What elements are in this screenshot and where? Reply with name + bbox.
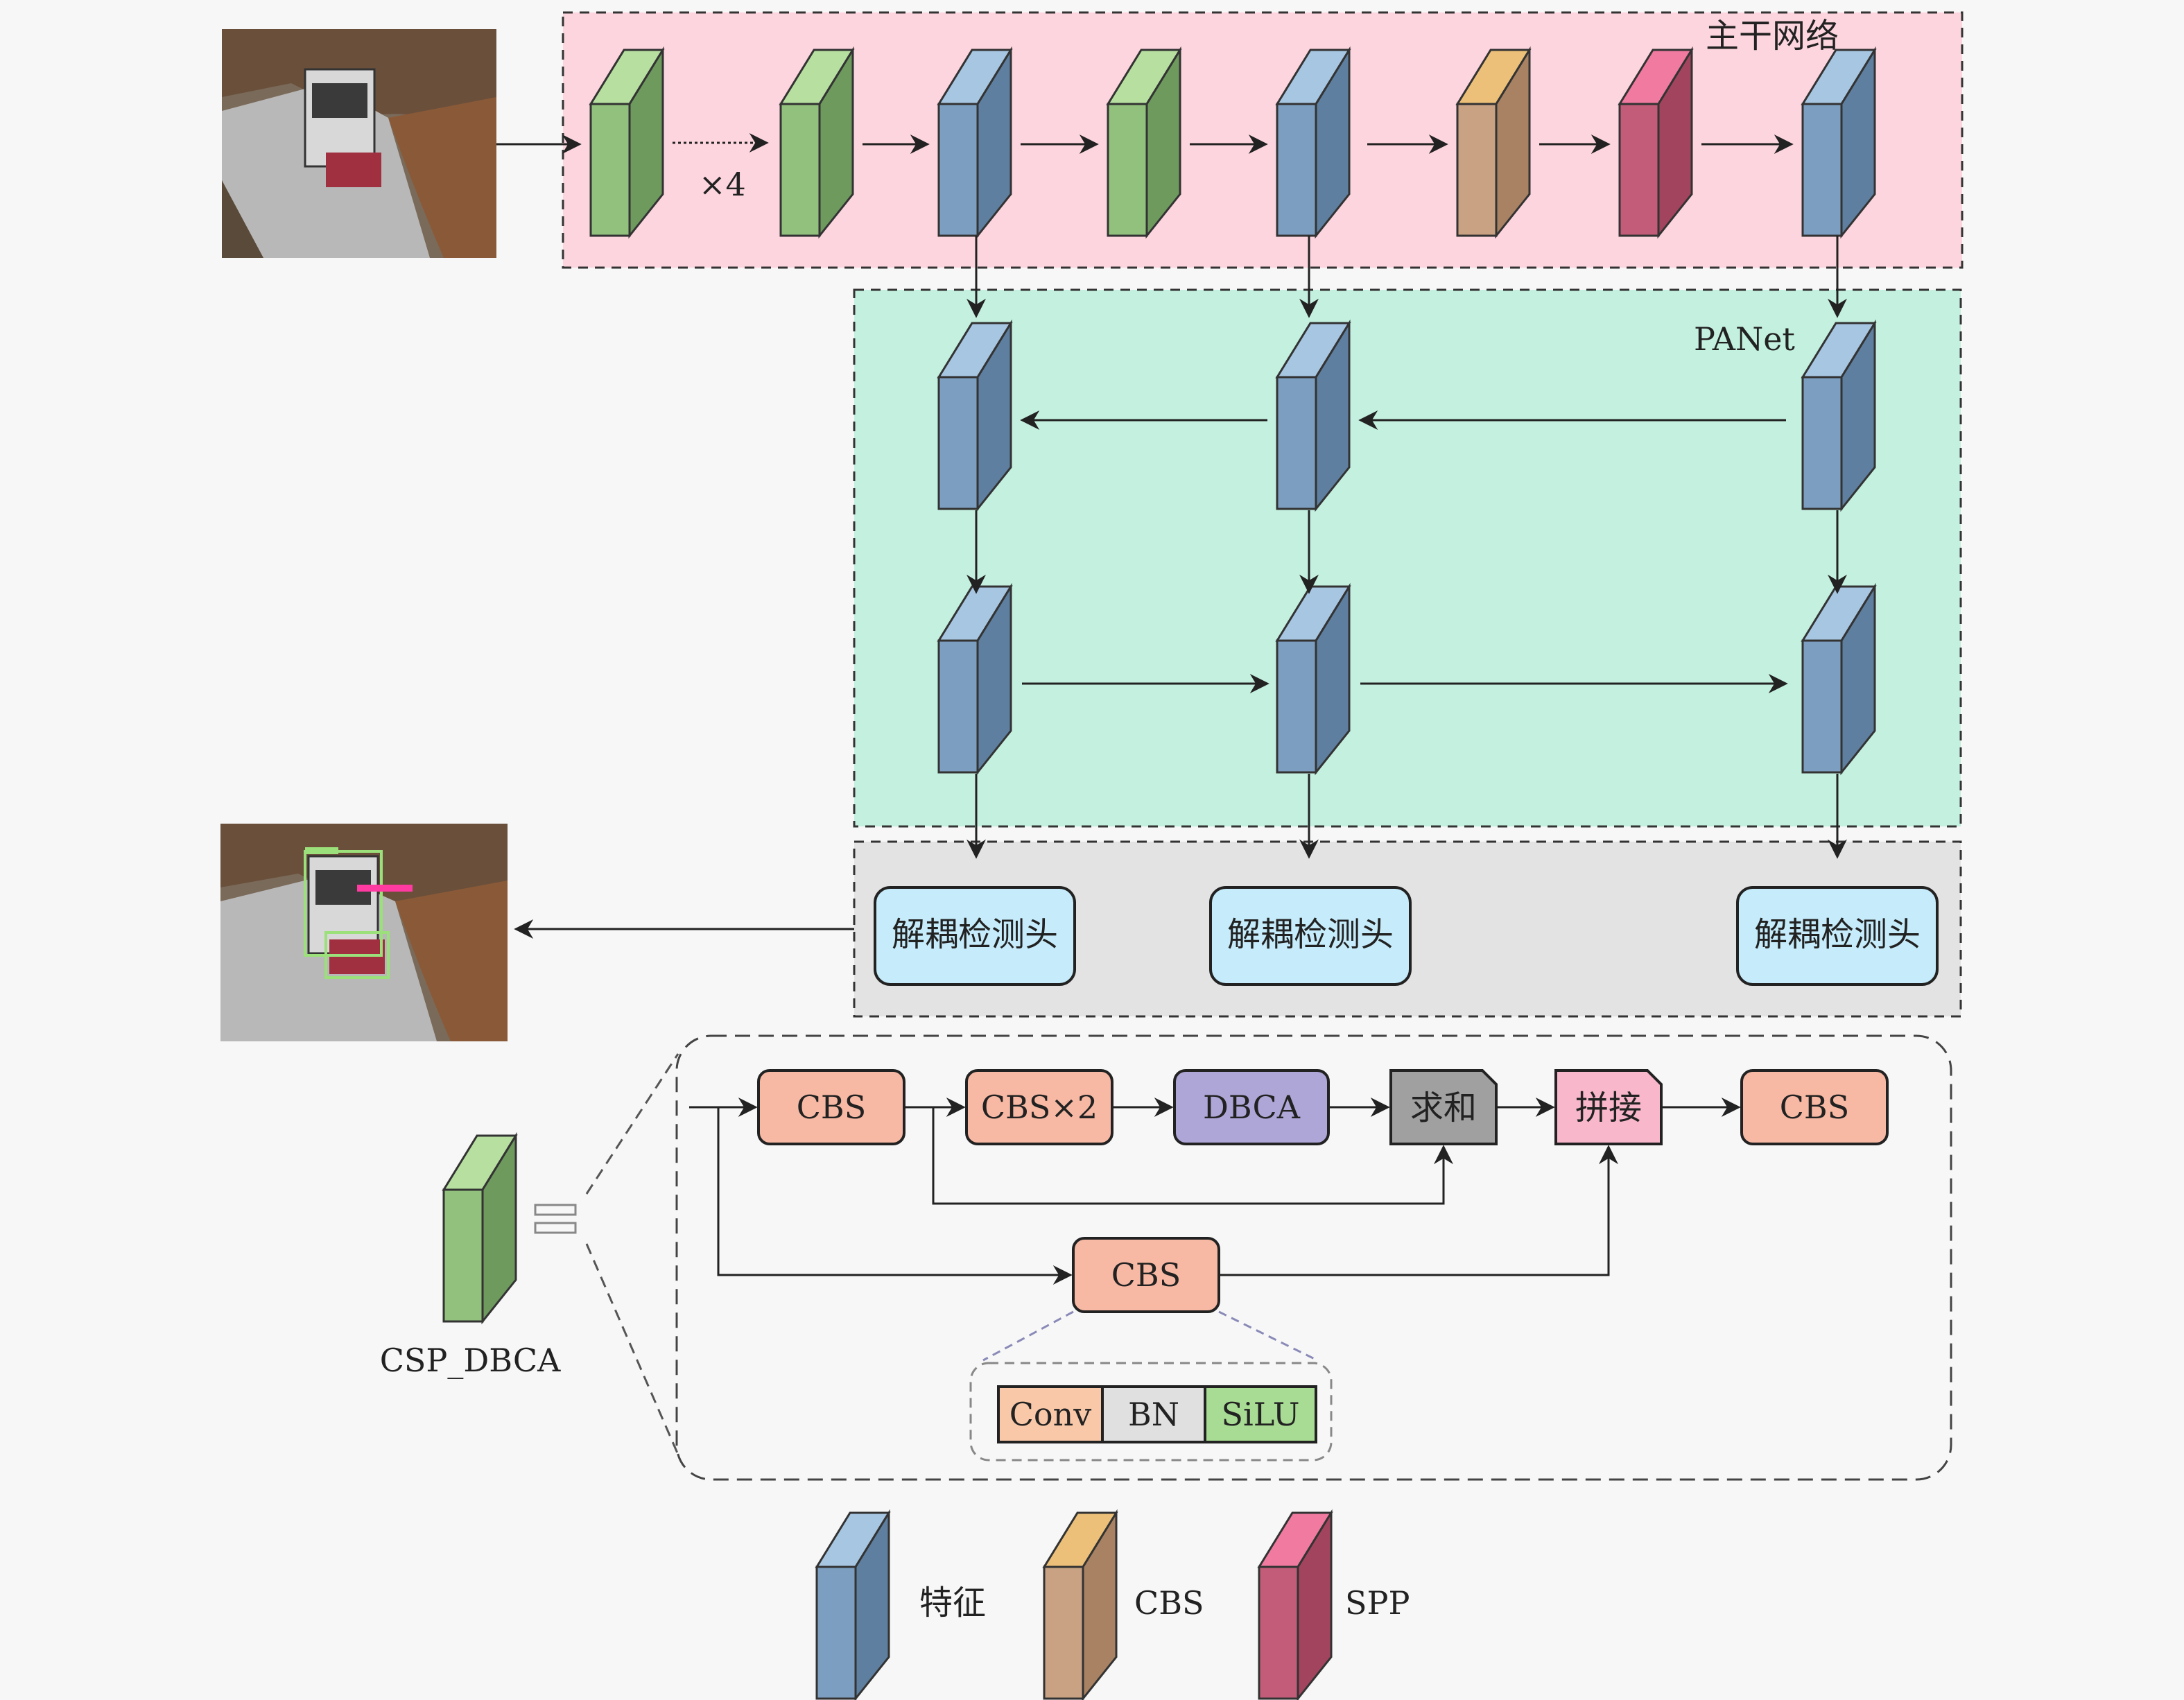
decoupled-head-1: 解耦检测头 xyxy=(874,886,1076,986)
panet-bottom-mid xyxy=(1275,582,1351,776)
cbs-branch-block: CBS xyxy=(1072,1237,1220,1313)
backbone-block-4 xyxy=(1106,46,1182,239)
output-image xyxy=(220,824,508,1041)
expansion-lines xyxy=(585,1053,679,1455)
cbs-x2-block: CBS×2 xyxy=(965,1069,1113,1145)
cbs-a-block: CBS xyxy=(757,1069,905,1145)
repeat-label: ×4 xyxy=(699,166,746,203)
cbs-breakdown: Conv BN SiLU xyxy=(997,1385,1317,1443)
equals-sign xyxy=(534,1204,577,1234)
csp-dbca-block xyxy=(442,1131,518,1325)
backbone-label: 主干网络 xyxy=(1706,17,1839,55)
legend-spp: SPP xyxy=(1257,1509,1410,1700)
panet-top-left xyxy=(937,319,1013,512)
cbs-breakdown-region xyxy=(969,1362,1333,1462)
panet-bottom-left xyxy=(937,582,1013,776)
panet-label: PANet xyxy=(1694,320,1795,358)
head-2-label: 解耦检测头 xyxy=(1227,915,1394,954)
csp-detail-region xyxy=(675,1034,1952,1481)
cbs-out-block: CBS xyxy=(1740,1069,1889,1145)
decoupled-head-3: 解耦检测头 xyxy=(1736,886,1939,986)
backbone-to-panet-arrows xyxy=(967,236,1847,318)
legend-feature-label: 特征 xyxy=(919,1584,986,1622)
cbs-x2-label: CBS×2 xyxy=(981,1088,1098,1126)
panet-region xyxy=(853,288,1962,828)
panet-bottom-right xyxy=(1801,582,1877,776)
sum-label: 求和 xyxy=(1410,1088,1477,1127)
dbca-label: DBCA xyxy=(1203,1088,1301,1126)
concat-block: 拼接 xyxy=(1554,1069,1663,1145)
concat-label: 拼接 xyxy=(1575,1088,1642,1127)
backbone-block-7 xyxy=(1618,46,1694,239)
head-1-label: 解耦检测头 xyxy=(892,915,1058,954)
head-3-label: 解耦检测头 xyxy=(1754,915,1921,954)
cbs-branch-label: CBS xyxy=(1111,1256,1181,1294)
csp-dbca-label: CSP_DBCA xyxy=(380,1342,561,1379)
panet-top-mid xyxy=(1275,319,1351,512)
backbone-block-2 xyxy=(779,46,855,239)
input-image xyxy=(222,29,496,258)
backbone-block-5 xyxy=(1275,46,1351,239)
legend-cbs-label: CBS xyxy=(1134,1584,1204,1622)
sum-block: 求和 xyxy=(1389,1069,1498,1145)
dbca-block: DBCA xyxy=(1173,1069,1330,1145)
backbone-block-1 xyxy=(589,46,665,239)
legend-feature: 特征 xyxy=(815,1509,986,1700)
legend-cbs: CBS xyxy=(1042,1509,1204,1700)
cbs-out-label: CBS xyxy=(1780,1088,1850,1126)
backbone-arrows xyxy=(496,133,1794,154)
bn-label: BN xyxy=(1128,1396,1179,1433)
backbone-block-3 xyxy=(937,46,1013,239)
legend-spp-label: SPP xyxy=(1345,1584,1410,1622)
decoupled-head-2: 解耦检测头 xyxy=(1209,886,1412,986)
cbs-breakdown-lines xyxy=(982,1310,1318,1362)
csp-detail-arrows xyxy=(689,1098,1741,1285)
panet-top-right xyxy=(1801,319,1877,512)
panet-arrows xyxy=(514,410,1847,939)
backbone-block-8 xyxy=(1801,46,1877,239)
cbs-a-label: CBS xyxy=(797,1088,867,1126)
silu-label: SiLU xyxy=(1221,1396,1299,1433)
backbone-block-6 xyxy=(1455,46,1532,239)
conv-label: Conv xyxy=(1009,1396,1092,1433)
